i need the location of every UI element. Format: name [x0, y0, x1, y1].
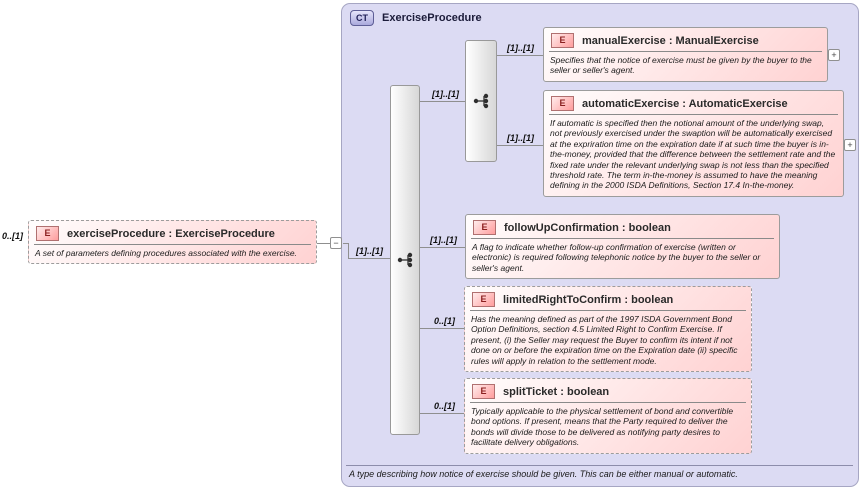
element-title: limitedRightToConfirm : boolean [503, 293, 674, 306]
element-header: E followUpConfirmation : boolean [466, 215, 779, 238]
connector-line [348, 258, 390, 259]
element-followUpConfirmation[interactable]: E followUpConfirmation : boolean A flag … [465, 214, 780, 280]
complex-type-header: CT ExerciseProcedure [350, 10, 482, 26]
connector-line [343, 243, 349, 244]
element-annotation: Specifies that the notice of exercise mu… [549, 51, 822, 81]
element-header: E manualExercise : ManualExercise [544, 28, 827, 51]
element-badge-icon: E [551, 33, 574, 48]
element-title: manualExercise : ManualExercise [582, 34, 759, 47]
cardinality-label-manualExercise: [1]..[1] [507, 43, 534, 53]
complex-type-title: ExerciseProcedure [382, 12, 482, 24]
element-badge-icon: E [472, 292, 495, 307]
element-title: splitTicket : boolean [503, 385, 610, 398]
choice-bar [465, 40, 497, 162]
connector-line [497, 145, 543, 146]
connector-line [420, 101, 465, 102]
cardinality-label-automaticExercise: [1]..[1] [507, 133, 534, 143]
element-title: followUpConfirmation : boolean [504, 221, 671, 234]
complex-type-badge: CT [350, 10, 374, 26]
element-badge-icon: E [472, 384, 495, 399]
cardinality-label-choice: [1]..[1] [432, 89, 459, 99]
cardinality-label-splitTicket: 0..[1] [434, 401, 456, 411]
element-annotation: A flag to indicate whether follow-up con… [471, 238, 774, 278]
element-badge-icon: E [473, 220, 496, 235]
sequence-bar [390, 85, 420, 435]
element-annotation: Has the meaning defined as part of the 1… [470, 310, 746, 371]
sequence-icon [397, 252, 412, 268]
element-limitedRightToConfirm[interactable]: E limitedRightToConfirm : boolean Has th… [464, 286, 752, 373]
collapse-button[interactable]: − [330, 237, 342, 249]
connector-line [348, 243, 349, 258]
element-annotation: A set of parameters defining procedures … [34, 244, 311, 263]
cardinality-label-source: 0..[1] [2, 231, 24, 241]
connector-line [420, 247, 465, 248]
element-header: E splitTicket : boolean [465, 379, 751, 402]
choice-icon [473, 93, 488, 109]
connector-line [420, 413, 464, 414]
complex-type-annotation: A type describing how notice of exercise… [346, 465, 853, 483]
cardinality-label-followUpConfirmation: [1]..[1] [430, 235, 457, 245]
element-exerciseProcedure[interactable]: E exerciseProcedure : ExerciseProcedure … [28, 220, 317, 265]
connector-line [497, 55, 543, 56]
expand-button[interactable]: + [844, 139, 856, 151]
element-automaticExercise[interactable]: E automaticExercise : AutomaticExercise … [543, 90, 844, 197]
element-title: exerciseProcedure : ExerciseProcedure [67, 227, 275, 240]
element-title: automaticExercise : AutomaticExercise [582, 97, 788, 110]
element-badge-icon: E [36, 226, 59, 241]
expand-button[interactable]: + [828, 49, 840, 61]
element-header: E exerciseProcedure : ExerciseProcedure [29, 221, 316, 244]
element-manualExercise[interactable]: E manualExercise : ManualExercise Specif… [543, 27, 828, 82]
cardinality-label-limitedRightToConfirm: 0..[1] [434, 316, 456, 326]
element-header: E limitedRightToConfirm : boolean [465, 287, 751, 310]
connector-line [420, 328, 464, 329]
cardinality-label-sequence: [1]..[1] [356, 246, 383, 256]
element-annotation: If automatic is specified then the notio… [549, 114, 838, 196]
element-splitTicket[interactable]: E splitTicket : boolean Typically applic… [464, 378, 752, 454]
element-badge-icon: E [551, 96, 574, 111]
element-annotation: Typically applicable to the physical set… [470, 402, 746, 453]
connector-line [317, 243, 330, 244]
element-header: E automaticExercise : AutomaticExercise [544, 91, 843, 114]
